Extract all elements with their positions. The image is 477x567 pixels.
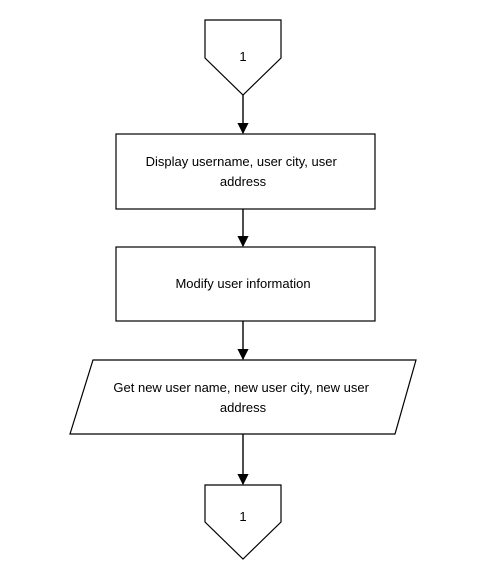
io-get-new-user-info: Get new user name, new user city, new us… [69,359,417,435]
offpage-connector-top: 1 [204,19,282,96]
display-box-label: Display username, user city, user addres… [146,154,341,189]
connector-top-label: 1 [239,49,246,64]
input-box-shape [69,359,417,435]
connector-top-shape [204,19,282,96]
connector-bottom-label: 1 [239,509,246,524]
connector-bottom-shape [204,484,282,560]
process-display-user: Display username, user city, user addres… [115,133,376,210]
modify-box-shape [115,246,376,322]
offpage-connector-bottom: 1 [204,484,282,560]
modify-box-label: Modify user information [175,276,310,291]
input-box-label: Get new user name, new user city, new us… [113,380,372,415]
process-modify-user: Modify user information [115,246,376,322]
display-box-shape [115,133,376,210]
